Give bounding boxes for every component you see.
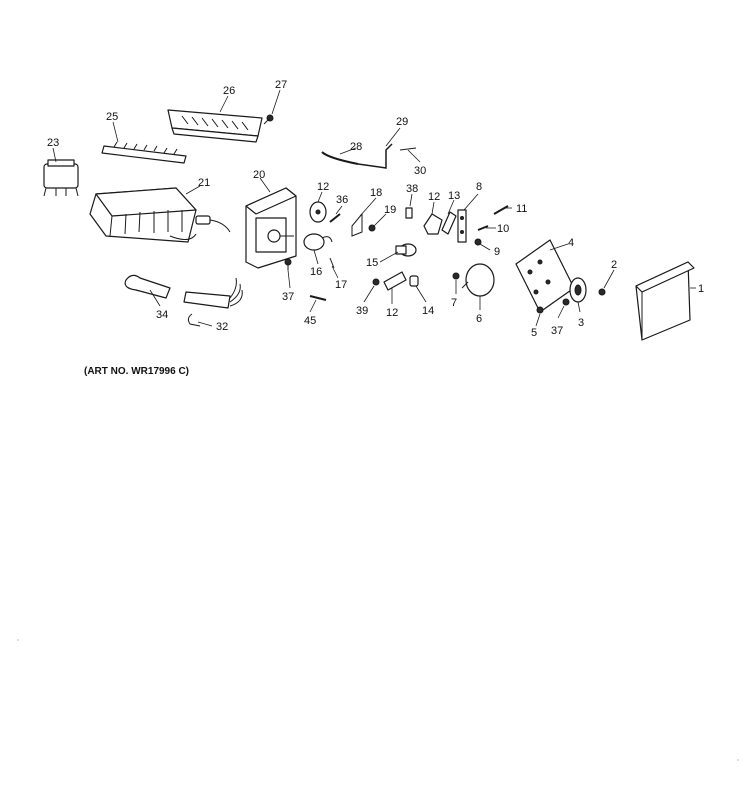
callout-19: 19 xyxy=(384,204,396,216)
part-13-switch xyxy=(441,211,457,235)
part-23-valve xyxy=(43,159,79,197)
callout-36: 36 xyxy=(336,194,348,206)
callout-5: 5 xyxy=(531,327,537,339)
callout-30: 30 xyxy=(414,165,426,177)
callout-38: 38 xyxy=(406,183,418,195)
part-37-screw-right xyxy=(562,298,570,306)
part-17-spring xyxy=(329,257,335,269)
callout-7: 7 xyxy=(451,297,457,309)
part-26-rack xyxy=(167,109,263,143)
callout-18: 18 xyxy=(370,187,382,199)
callout-12-a: 12 xyxy=(317,181,329,193)
callout-12-b: 12 xyxy=(428,191,440,203)
part-19-screw xyxy=(368,224,376,232)
part-18-bracket xyxy=(351,212,363,237)
part-28-arm xyxy=(321,151,359,165)
callout-1: 1 xyxy=(698,283,704,295)
callout-20: 20 xyxy=(253,169,265,181)
callout-15: 15 xyxy=(366,257,378,269)
callout-23: 23 xyxy=(47,137,59,149)
part-39-screw xyxy=(372,278,380,286)
callout-25: 25 xyxy=(106,111,118,123)
callout-37-b: 37 xyxy=(551,325,563,337)
callout-17: 17 xyxy=(335,279,347,291)
callout-37-a: 37 xyxy=(282,291,294,303)
part-2-screw xyxy=(598,288,606,296)
part-12-cam-a xyxy=(309,201,327,223)
art-number: (ART NO. WR17996 C) xyxy=(84,366,189,377)
callout-10: 10 xyxy=(497,223,509,235)
callout-9: 9 xyxy=(494,246,500,258)
leader-lines xyxy=(52,89,696,327)
callout-8: 8 xyxy=(476,181,482,193)
part-8-plate xyxy=(457,209,467,243)
part-3-knob xyxy=(569,277,587,303)
part-36-screw xyxy=(329,213,341,223)
part-25-comb xyxy=(101,141,187,164)
callout-45: 45 xyxy=(304,315,316,327)
part-9-screw xyxy=(474,238,482,246)
part-30-pin xyxy=(399,147,417,151)
callout-6: 6 xyxy=(476,313,482,325)
part-29-bracket xyxy=(357,143,393,169)
part-16-gear xyxy=(303,233,333,251)
callout-12-c: 12 xyxy=(386,307,398,319)
part-7-screw xyxy=(452,272,460,280)
callout-32: 32 xyxy=(216,321,228,333)
part-harness xyxy=(183,277,243,309)
part-27-screw xyxy=(263,114,274,125)
part-34-fill-tube xyxy=(124,274,171,299)
part-5-screw xyxy=(536,306,544,314)
callout-2: 2 xyxy=(611,259,617,271)
callout-26: 26 xyxy=(223,85,235,97)
callout-29: 29 xyxy=(396,116,408,128)
part-12-cam-b xyxy=(423,213,443,235)
part-11-screw xyxy=(493,205,509,215)
callout-13: 13 xyxy=(448,190,460,202)
callout-3: 3 xyxy=(578,317,584,329)
callout-4: 4 xyxy=(568,237,574,249)
part-12-cam-c xyxy=(383,271,407,291)
part-10-screw xyxy=(477,225,489,231)
part-38-screw xyxy=(405,207,413,219)
part-45-pin xyxy=(309,295,327,301)
callout-39: 39 xyxy=(356,305,368,317)
callout-27: 27 xyxy=(275,79,287,91)
callout-16: 16 xyxy=(310,266,322,278)
part-14-clip xyxy=(409,275,419,287)
callout-11: 11 xyxy=(516,203,527,215)
part-37-screw-left xyxy=(284,258,292,270)
part-6-motor xyxy=(461,263,495,297)
part-21-ice-mold xyxy=(89,187,231,243)
callout-14: 14 xyxy=(422,305,434,317)
part-1-cover xyxy=(635,261,695,341)
callout-28: 28 xyxy=(350,141,362,153)
part-15-thermostat xyxy=(395,243,417,257)
callout-34: 34 xyxy=(156,309,168,321)
callout-21: 21 xyxy=(198,177,210,189)
callout-labels: 23 25 26 27 21 20 28 29 30 12 36 18 19 3… xyxy=(47,79,704,339)
part-20-housing xyxy=(245,187,297,269)
scan-specks xyxy=(17,639,739,761)
part-32-clip xyxy=(187,313,201,327)
